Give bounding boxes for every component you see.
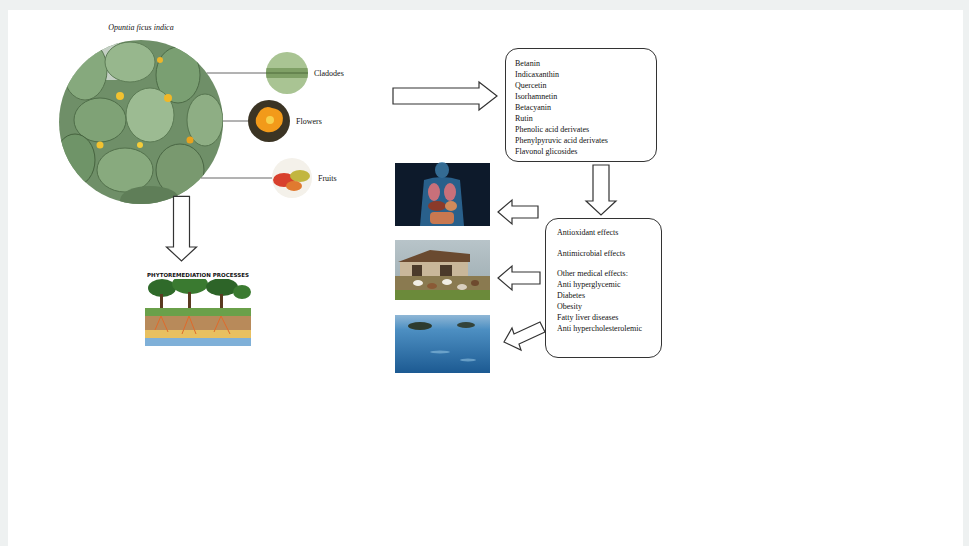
hollow-arrow [167, 196, 197, 261]
cladode-photo [266, 52, 308, 94]
compound-box: BetaninIndicaxanthinQuercetinIsorhamneti… [505, 48, 657, 162]
list-item: Indicaxanthin [515, 69, 646, 80]
list-item: Other medical effects: [557, 268, 653, 279]
flower-photo [248, 100, 290, 142]
hollow-arrow [504, 322, 545, 350]
part-circle: Fruits [272, 158, 312, 198]
list-item: Fatty liver diseases [557, 312, 653, 323]
leader-connector [201, 178, 272, 179]
plant-title: Opuntia ficus indica [108, 23, 173, 32]
phytoremediation-panel: PHYTOREMEDIATION PROCESSES [140, 264, 256, 352]
phytoremediation-illustration [140, 264, 256, 352]
list-item: Quercetin [515, 80, 646, 91]
list-item: Phenylpyruvic acid derivates [515, 135, 646, 146]
human-body-image [395, 162, 490, 226]
sea-image [395, 315, 490, 373]
farm-image [395, 240, 490, 300]
effects-box: Antioxidant effectsAntimicrobial effects… [545, 218, 662, 358]
list-item: Obesity [557, 301, 653, 312]
leader-connector [223, 121, 248, 122]
part-circle: Flowers [248, 100, 290, 142]
plant-circle: Opuntia ficus indica [59, 40, 223, 204]
part-circle: Cladodes [266, 52, 308, 94]
list-item: Betanin [515, 58, 646, 69]
list-item: Anti hyperglycemic [557, 279, 653, 290]
part-label: Cladodes [314, 69, 344, 78]
list-item: Antimicrobial effects [557, 248, 653, 259]
hollow-arrow [586, 165, 616, 215]
hollow-arrow [393, 82, 497, 110]
leader-connector [207, 73, 266, 74]
list-item: Rutin [515, 113, 646, 124]
cactus-photo [55, 40, 223, 214]
list-item: Betacyanin [515, 102, 646, 113]
list-item: Isorhamnetin [515, 91, 646, 102]
fruit-photo [272, 158, 312, 198]
list-item: Anti hypercholesterolemic [557, 323, 653, 334]
list-item: Phenolic acid derivates [515, 124, 646, 135]
part-label: Fruits [318, 174, 337, 183]
list-item: Diabetes [557, 290, 653, 301]
hollow-arrow [498, 200, 538, 224]
list-item: Flavonol glicosides [515, 146, 646, 157]
part-label: Flowers [296, 117, 322, 126]
list-item: Antioxidant effects [557, 227, 653, 238]
panel-title: PHYTOREMEDIATION PROCESSES [140, 272, 256, 279]
hollow-arrow [498, 266, 540, 290]
